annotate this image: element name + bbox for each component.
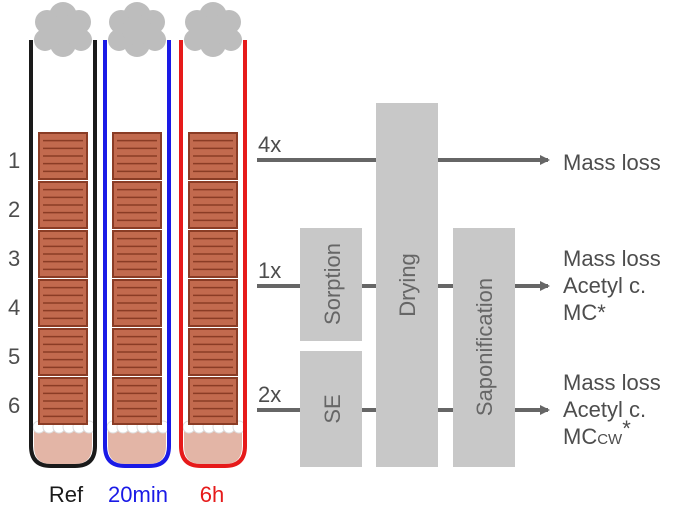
drying-label: Drying [395,253,420,317]
tube-outline [179,40,247,468]
cloud-puff [48,15,78,45]
outputs: Mass loss Mass loss Acetyl c. MC* Mass l… [563,150,661,449]
sorption-box [300,228,362,341]
wood-sample [38,132,88,180]
wood-sample [112,230,162,278]
tube-label-ref: Ref [49,482,84,506]
wood-sample [188,132,238,180]
output-1x-acetyl: Acetyl c. [563,273,646,298]
tube-labels: Ref 20min 6h [49,482,224,507]
tube-label-6h: 6h [200,482,224,506]
wood-sample [112,328,162,376]
wood-sample [112,132,162,180]
output-1x-mass-loss: Mass loss [563,246,661,271]
output-2x-mc-cw: MCCW* [563,416,631,449]
output-2x-mass-loss: Mass loss [563,370,661,395]
tube-ref [29,2,97,468]
wood-sample [112,279,162,327]
tube-6h [179,2,247,468]
saponification-label: Saponification [472,278,497,416]
row-number-2: 2 [8,197,20,222]
tube-sediment [34,425,92,464]
wood-sample [112,181,162,229]
process-labels: Sorption SE Drying Saponification [320,243,497,424]
wood-sample [188,328,238,376]
output-1x-mc: MC* [563,300,606,325]
tube-sediment [108,425,166,464]
cotton-plug-icon [34,2,92,57]
output-4x-mass-loss: Mass loss [563,150,661,175]
multiplier-1x: 1x [258,258,281,283]
drying-box [376,103,438,467]
output-2x-acetyl: Acetyl c. [563,397,646,422]
wood-sample [112,377,162,425]
process-boxes [300,103,515,467]
saponification-box [453,228,515,467]
wood-sample [38,279,88,327]
mc-cw-base: MC [563,424,597,449]
wood-sample [188,230,238,278]
tube-outline [29,40,97,468]
cloud-puff [122,15,152,45]
tube-sediment [184,425,242,464]
tube-20min [103,2,171,468]
wood-sample [188,377,238,425]
wood-sample [188,279,238,327]
tube-outline [103,40,171,468]
row-number-4: 4 [8,295,20,320]
row-number-6: 6 [8,393,20,418]
wood-sample [38,181,88,229]
wood-sample [38,328,88,376]
row-number-5: 5 [8,344,20,369]
mc-cw-subscript: CW [597,431,623,448]
multiplier-4x: 4x [258,132,281,157]
cotton-plug-icon [184,2,242,57]
tube-label-20min: 20min [108,482,168,506]
se-box [300,351,362,467]
multipliers: 4x 1x 2x [258,132,281,407]
row-numbers: 1 2 3 4 5 6 [8,148,20,418]
test-tubes [29,2,247,468]
cotton-plug-icon [108,2,166,57]
sorption-label: Sorption [320,243,345,325]
row-number-3: 3 [8,246,20,271]
wood-sample [38,377,88,425]
mc-cw-superscript: * [622,416,631,441]
se-label: SE [320,394,345,423]
flow-arrows [257,155,550,415]
wood-sample [188,181,238,229]
cloud-puff [198,15,228,45]
row-number-1: 1 [8,148,20,173]
wood-sample [38,230,88,278]
multiplier-2x: 2x [258,382,281,407]
